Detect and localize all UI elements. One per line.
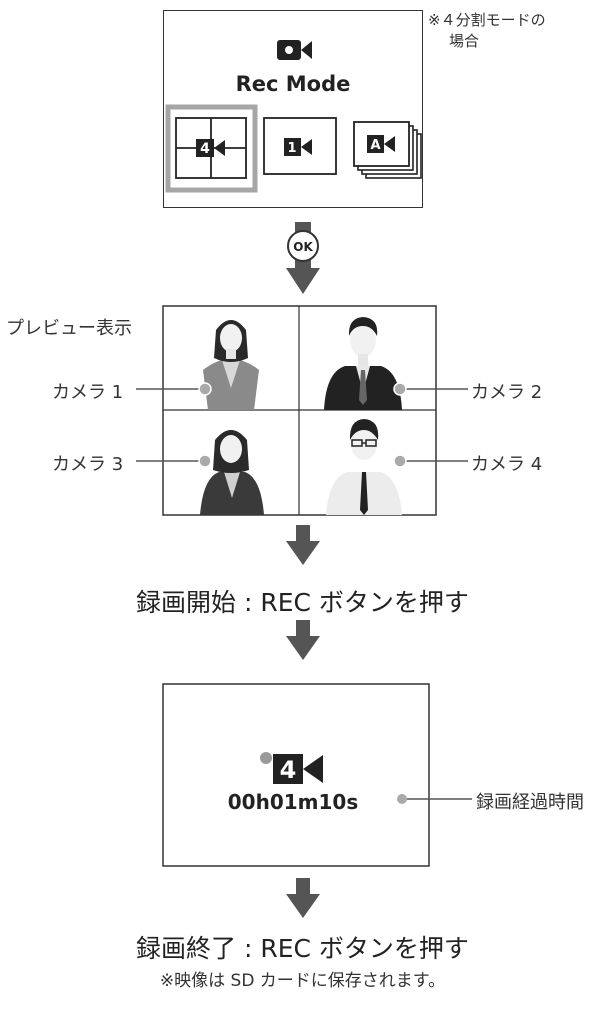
footnote-sd-card: ※映像は SD カードに保存されます。: [159, 971, 446, 991]
svg-text:4: 4: [200, 141, 210, 157]
svg-text:1: 1: [287, 141, 296, 156]
quad-split-mode-icon: 4: [273, 754, 323, 784]
camera-2-label: カメラ 2: [471, 382, 543, 403]
step-stop-recording: 録画終了 : REC ボタンを押す: [136, 934, 469, 963]
preview-label: プレビュー表示: [6, 318, 132, 339]
camera-2-person: [324, 317, 402, 410]
svg-text:A: A: [370, 138, 380, 153]
svg-text:4: 4: [280, 756, 297, 784]
quad-split-mode-icon: 4: [196, 139, 225, 157]
camera-2-callout: [393, 382, 468, 396]
mode-option-4-split[interactable]: 4: [165, 104, 258, 193]
elapsed-time-label: 録画経過時間: [476, 792, 584, 813]
mode-option-auto[interactable]: A: [353, 121, 422, 179]
camera-4-callout: [393, 454, 468, 468]
ok-button-icon[interactable]: OK: [287, 230, 319, 262]
camera-3-callout: [136, 454, 212, 468]
ok-button-label: OK: [293, 240, 313, 254]
auto-mode-icon: A: [367, 135, 395, 153]
arrow-down-3: [286, 878, 320, 918]
recording-dot-icon: [260, 752, 272, 764]
rec-mode-title: Rec Mode: [235, 72, 351, 96]
camera-1-label: カメラ 1: [52, 382, 124, 403]
camera-1-callout: [136, 382, 212, 396]
mode-option-single[interactable]: 1: [263, 117, 337, 175]
camera-3-person: [200, 430, 264, 515]
camera-4-person: [326, 419, 402, 515]
elapsed-time-callout: [397, 794, 472, 804]
camera-1-person: [203, 320, 259, 410]
camera-3-label: カメラ 3: [52, 454, 124, 475]
single-mode-icon: 1: [284, 138, 312, 156]
arrow-down-1: [286, 525, 320, 565]
note-four-split-mode: ※４分割モードの 場合: [428, 11, 546, 50]
preview-grid: [162, 305, 437, 516]
step-start-recording: 録画開始 : REC ボタンを押す: [136, 588, 469, 617]
arrow-down-2: [286, 620, 320, 660]
camera-4-label: カメラ 4: [471, 454, 543, 475]
elapsed-timer: 00h01m10s: [227, 790, 359, 814]
camera-icon: [277, 40, 312, 60]
